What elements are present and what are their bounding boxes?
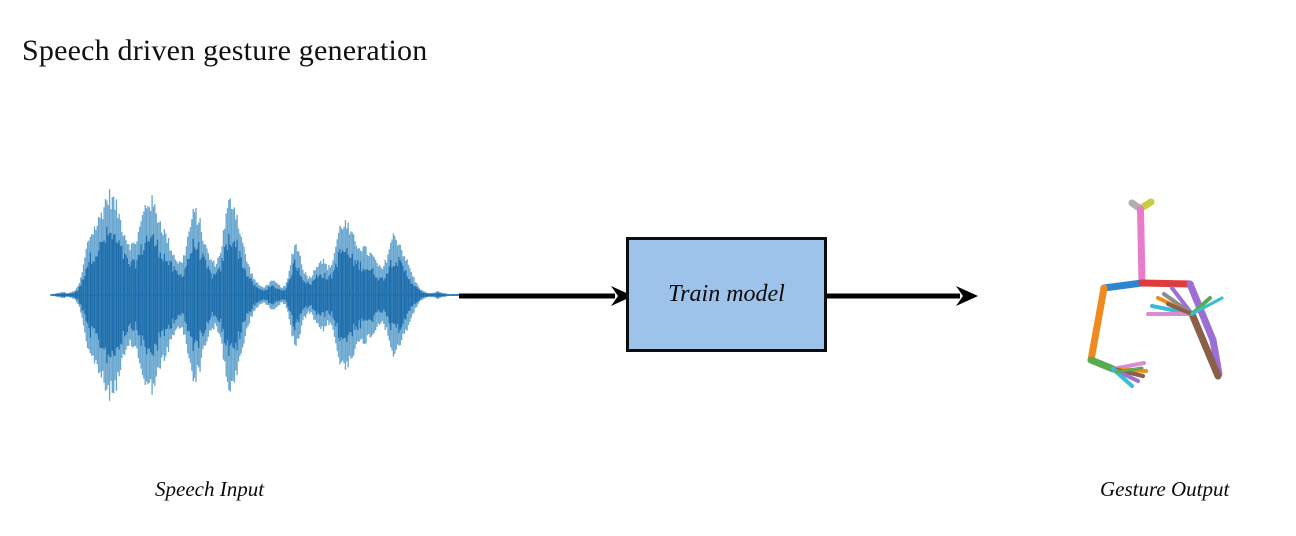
arrow-input-svg [459,286,633,306]
bone-upper-arm-right [1186,280,1217,344]
caption-speech-input: Speech Input [155,477,265,501]
waveform-svg [50,189,470,401]
caption-gesture-output: Gesture Output [1100,477,1230,501]
bone-fore-arm-right [1188,310,1222,380]
bone-shoulder-left [1100,279,1146,292]
arrow-model-to-output [822,278,978,314]
bone-neck [1137,205,1146,287]
bone-shoulder-right [1138,279,1194,288]
skeleton-svg [1087,198,1224,388]
arrow-input-to-model [455,278,633,314]
bone-wrist-left [1087,356,1117,373]
bone-finger-green-left [1114,366,1144,374]
speech-waveform [50,180,470,410]
page-title: Speech driven gesture generation [22,34,428,67]
train-model-box[interactable]: Train model [626,237,827,352]
bone-upper-arm-left [1087,284,1108,364]
train-model-label: Train model [668,281,785,307]
arrow-head [611,286,633,306]
waveform-lines [50,189,470,401]
bone-finger-cyan2-right [1190,296,1224,316]
arrow-head [956,286,978,306]
gesture-skeleton [1080,180,1285,410]
arrow-output-svg [826,286,978,306]
bone-finger-brown-right [1166,302,1194,316]
